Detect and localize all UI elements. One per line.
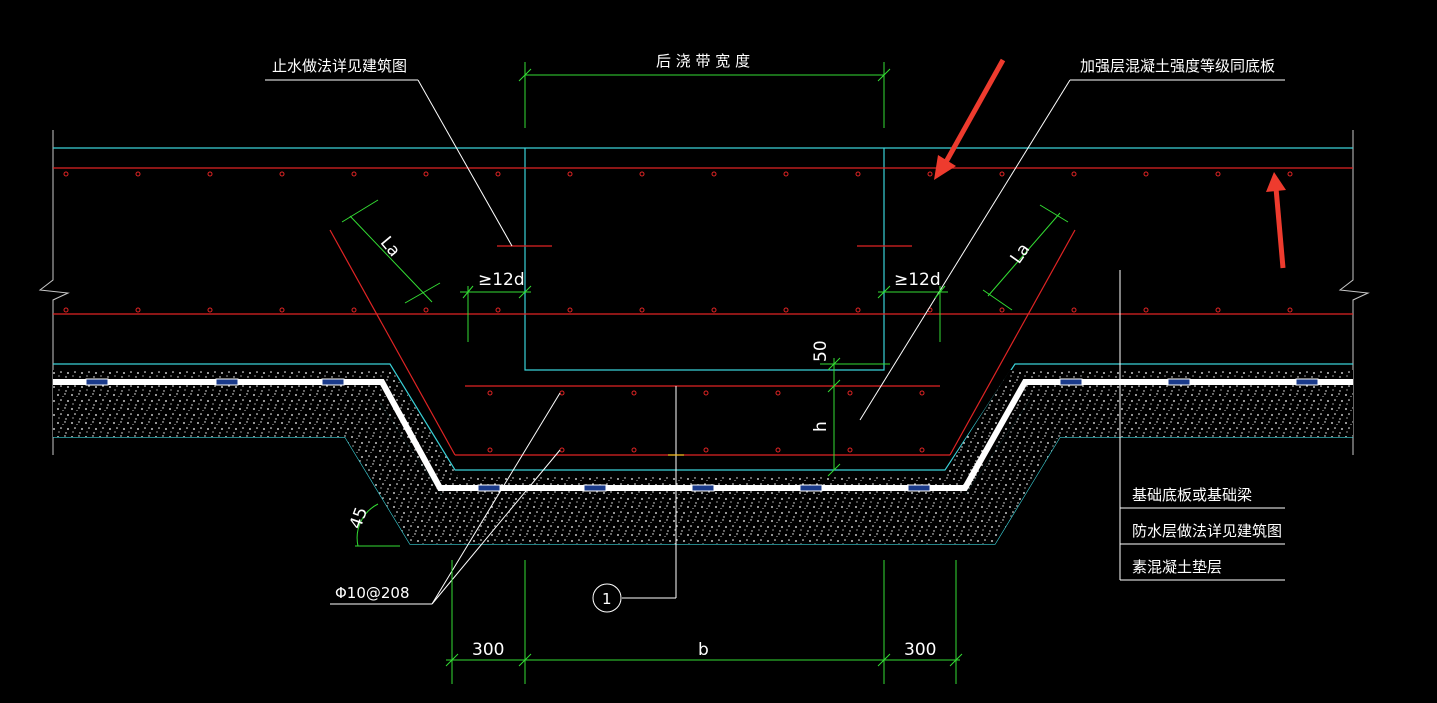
- detail-number: 1: [602, 590, 612, 608]
- rebar-section-dot: [631, 390, 637, 396]
- rebar-section-dot: [855, 307, 861, 313]
- rebar-section-dot: [639, 307, 645, 313]
- rebar-section-dot: [279, 171, 285, 177]
- membrane-joints: [85, 378, 1319, 492]
- lap-length-right: La: [1007, 240, 1035, 268]
- layer-label-2: 防水层做法详见建筑图: [1132, 522, 1282, 540]
- rebar-section-dot: [559, 390, 565, 396]
- waterproof-concrete-layer: [53, 370, 1353, 495]
- rebar-section-dot: [487, 390, 493, 396]
- post-cast-strip-outline: [524, 148, 885, 371]
- rebar-section-dot: [847, 390, 853, 396]
- rebar-section-dot: [135, 171, 141, 177]
- rebar-section-dot: [855, 171, 861, 177]
- rebar-section-dot: [1143, 307, 1149, 313]
- rebar-section-dot: [1071, 307, 1077, 313]
- dim-50-label: 50: [811, 340, 831, 362]
- rebar-section-dot: [703, 390, 709, 396]
- dim-300-right: 300: [904, 640, 936, 660]
- rebar-lines: [53, 167, 1353, 456]
- rebar-section-dot: [351, 171, 357, 177]
- rebar-section-dot: [847, 447, 853, 453]
- rebar-section-dot: [1215, 171, 1221, 177]
- rebar-section-dot: [919, 390, 925, 396]
- rebar-section-dot: [567, 171, 573, 177]
- min-anchor-left: ≥12d: [478, 270, 525, 290]
- dimension-lines: [341, 62, 1069, 684]
- rebar-section-dot: [999, 171, 1005, 177]
- rebar-section-dot: [775, 447, 781, 453]
- leader-lines: [265, 79, 1285, 605]
- rebar-section-dot: [487, 447, 493, 453]
- rebar-section-dot: [775, 390, 781, 396]
- rebar-section-dot: [423, 171, 429, 177]
- rebar-dots: [63, 171, 1293, 453]
- rebar-section-dot: [207, 307, 213, 313]
- rebar-section-dot: [639, 171, 645, 177]
- rebar-spec-label: Φ10@208: [335, 584, 410, 602]
- detail-number-circle: [592, 583, 622, 613]
- top-center-dimension-label: 后 浇 带 宽 度: [656, 52, 750, 70]
- dim-h-label: h: [811, 421, 831, 432]
- rebar-section-dot: [495, 307, 501, 313]
- rebar-section-dot: [1287, 171, 1293, 177]
- rebar-section-dot: [703, 447, 709, 453]
- rebar-section-dot: [207, 171, 213, 177]
- min-anchor-right: ≥12d: [894, 270, 941, 290]
- rebar-section-dot: [63, 307, 69, 313]
- rebar-section-dot: [1287, 307, 1293, 313]
- rebar-section-dot: [711, 171, 717, 177]
- rebar-section-dot: [135, 307, 141, 313]
- rebar-section-dot: [279, 307, 285, 313]
- rebar-section-dot: [919, 447, 925, 453]
- rebar-section-dot: [927, 171, 933, 177]
- rebar-section-dot: [1215, 307, 1221, 313]
- lean-concrete-cushion: [53, 400, 1353, 544]
- rebar-section-dot: [567, 307, 573, 313]
- rebar-section-dot: [783, 307, 789, 313]
- rebar-section-dot: [1143, 171, 1149, 177]
- layer-label-3: 素混凝土垫层: [1132, 558, 1222, 576]
- rebar-section-dot: [711, 307, 717, 313]
- top-right-note: 加强层混凝土强度等级同底板: [1080, 57, 1275, 75]
- rebar-section-dot: [1071, 171, 1077, 177]
- dim-300-left: 300: [472, 640, 504, 660]
- layer-label-1: 基础底板或基础梁: [1132, 486, 1252, 504]
- rebar-section-dot: [631, 447, 637, 453]
- red-annotation-arrows: [934, 58, 1286, 269]
- rebar-section-dot: [423, 307, 429, 313]
- dim-b: b: [698, 640, 709, 660]
- lap-length-left: La: [376, 233, 404, 261]
- slab-frame: [38, 130, 1370, 455]
- rebar-section-dot: [351, 307, 357, 313]
- rebar-section-dot: [999, 307, 1005, 313]
- angle-45-label: 45: [346, 505, 372, 532]
- rebar-section-dot: [783, 171, 789, 177]
- rebar-section-dot: [63, 171, 69, 177]
- rebar-section-dot: [495, 171, 501, 177]
- rebar-section-dot: [559, 447, 565, 453]
- top-left-note: 止水做法详见建筑图: [272, 57, 407, 75]
